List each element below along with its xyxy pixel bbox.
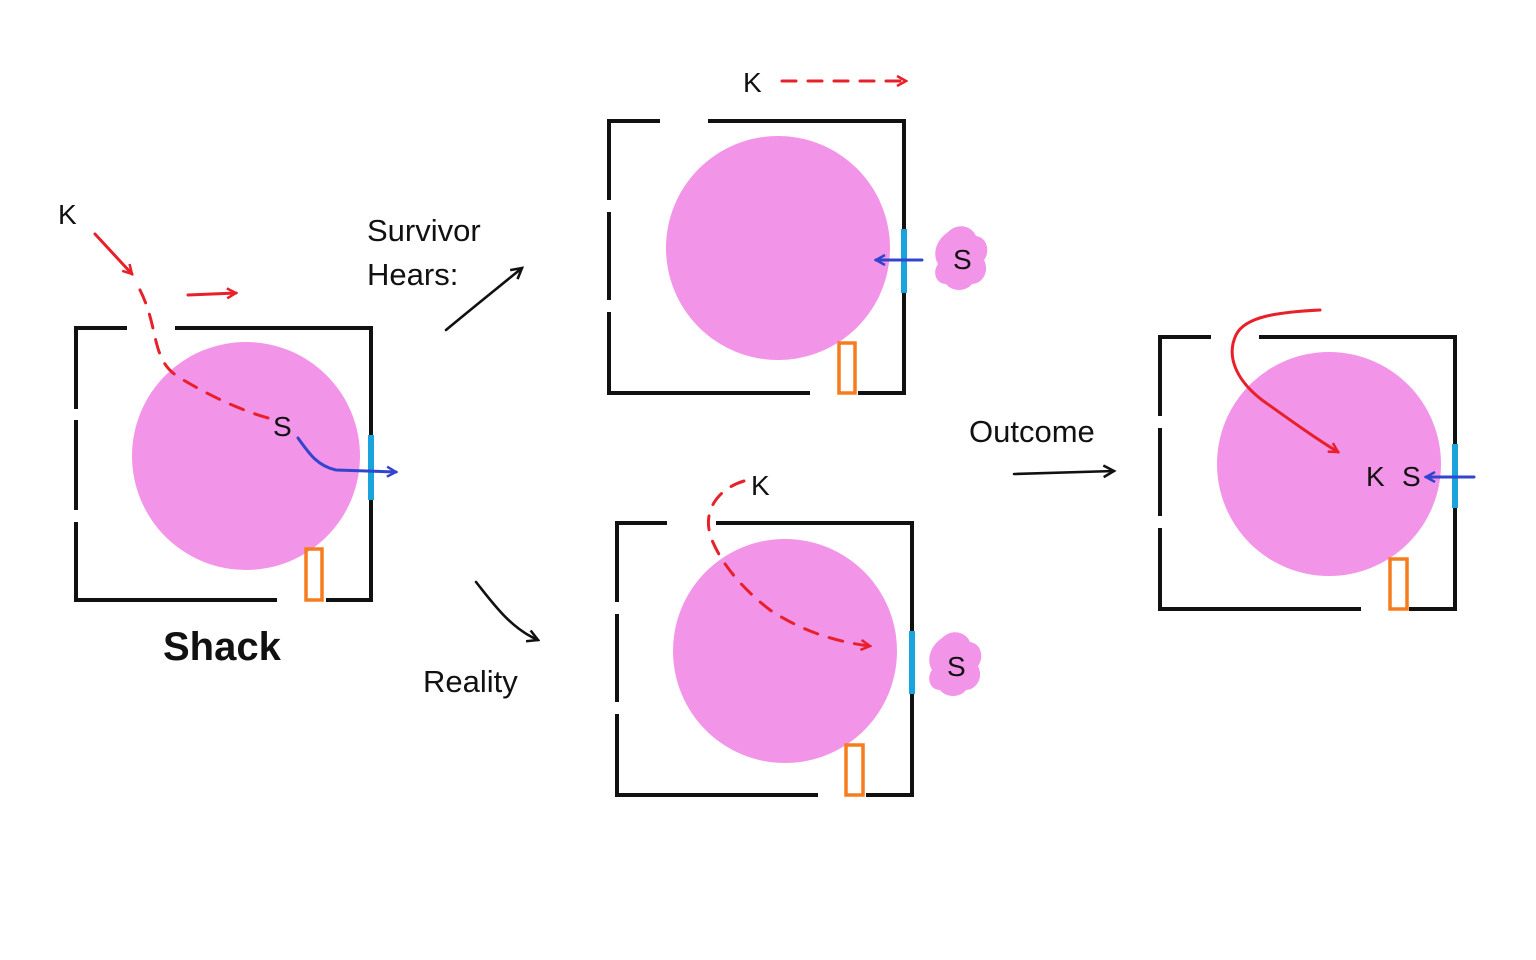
hears-pallet bbox=[837, 341, 857, 395]
outcome-label: Outcome bbox=[969, 414, 1095, 449]
outcome-pallet bbox=[1388, 557, 1409, 611]
shack-panel: K S Shack bbox=[58, 199, 396, 669]
flow-arrow-to-hears bbox=[444, 268, 522, 332]
shack-title: Shack bbox=[163, 625, 282, 669]
flow-arrow-to-outcome bbox=[1012, 471, 1114, 474]
reality-tile bbox=[673, 539, 897, 763]
reality-pallet bbox=[844, 743, 865, 797]
reality-killer-label: K bbox=[751, 470, 770, 501]
hears-tile bbox=[666, 136, 890, 360]
hears-survivor-blob bbox=[935, 226, 988, 290]
reality-killer-path bbox=[706, 479, 870, 646]
flow-arrow-to-reality bbox=[474, 580, 538, 640]
outcome-killer-path bbox=[1230, 308, 1338, 454]
outcome-killer-label: K bbox=[1366, 461, 1385, 492]
killer-chase-path bbox=[138, 288, 270, 420]
killer-approach-path bbox=[93, 232, 132, 274]
hears-survivor-label: S bbox=[953, 244, 972, 275]
survivor-label: S bbox=[273, 411, 292, 442]
survivor-hears-label-2: Hears: bbox=[367, 257, 458, 292]
outcome-panel: K S bbox=[1158, 308, 1476, 611]
reality-survivor-label: S bbox=[947, 651, 966, 682]
outcome-survivor-label: S bbox=[1402, 461, 1421, 492]
shack-tile bbox=[132, 342, 360, 570]
survivor-hears-label: Survivor bbox=[367, 213, 481, 248]
reality-label: Reality bbox=[423, 664, 518, 699]
reality-panel: K S bbox=[615, 470, 982, 797]
hears-panel: S K bbox=[607, 67, 988, 395]
hears-killer-label: K bbox=[743, 67, 762, 98]
reality-survivor-blob bbox=[929, 632, 982, 696]
survivor-vault-path bbox=[296, 436, 396, 472]
killer-label: K bbox=[58, 199, 77, 230]
shack-pallet bbox=[304, 547, 324, 602]
killer-sound-arrow bbox=[186, 293, 236, 295]
